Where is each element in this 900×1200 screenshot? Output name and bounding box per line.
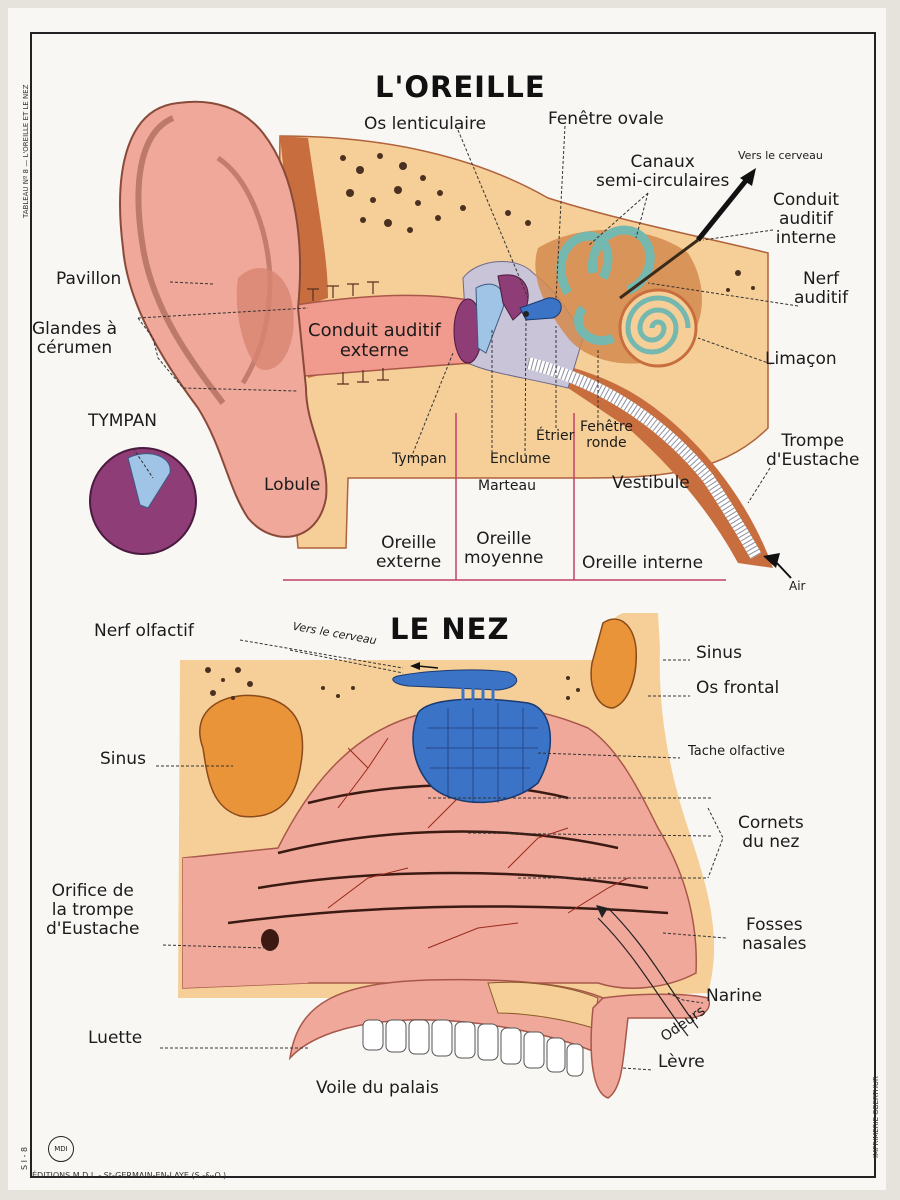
label-sinus-left: Sinus <box>100 749 146 769</box>
label-tache-olfactive: Tache olfactive <box>688 744 785 759</box>
eustachian-tube-hatch <box>526 357 762 559</box>
odor-arrow-head <box>596 905 608 918</box>
label-oreille-interne: Oreille interne <box>582 553 704 573</box>
nose-leader-lines <box>156 639 727 1071</box>
label-fenetre-ronde: Fenêtre ronde <box>580 419 633 451</box>
label-oreille-moyenne: Oreille moyenne <box>464 529 544 568</box>
label-os-frontal: Os frontal <box>696 678 780 698</box>
label-nerf-auditif: Nerf auditif <box>794 269 849 308</box>
upper-lip <box>590 993 710 1099</box>
eustachian-orifice <box>261 929 279 951</box>
ear-leader-lines <box>132 125 799 504</box>
lenticular-bone <box>523 311 529 317</box>
nose-title: LE NEZ <box>390 612 510 646</box>
label-vestibule: Vestibule <box>612 473 690 493</box>
label-luette: Luette <box>88 1028 143 1048</box>
label-canaux: Canaux semi-circulaires <box>596 152 730 191</box>
olfactory-fibers <box>461 688 495 708</box>
anatomy-illustration <box>89 100 799 1099</box>
brain-arrow <box>696 176 750 242</box>
ear-title: L'OREILLE <box>375 70 546 104</box>
label-marteau: Marteau <box>478 478 536 494</box>
semicircular-canals <box>556 225 655 346</box>
footer-publisher: ÉDITIONS M.D.I. - St-GERMAIN-EN-LAYE (S.… <box>32 1171 227 1180</box>
bone-band-lower <box>308 349 773 568</box>
olfactory-patch-texture <box>426 703 538 803</box>
sinus-right <box>590 618 637 709</box>
ear-section-dividers <box>283 413 726 581</box>
nasal-cavity <box>182 704 697 989</box>
bone-pores <box>340 153 755 292</box>
olfactory-patch <box>412 698 551 804</box>
label-etrier: Étrier <box>536 428 575 444</box>
label-tympan: Tympan <box>392 451 447 467</box>
label-narine: Narine <box>706 986 763 1006</box>
cerumen-glands <box>307 281 389 385</box>
label-fenetre-ovale: Fenêtre ovale <box>548 109 664 129</box>
label-sinus-right: Sinus <box>696 643 742 663</box>
label-lobule: Lobule <box>264 475 321 495</box>
cochlea <box>618 288 698 368</box>
margin-printer-vertical: IMPRIMERIE OBERTHUR <box>872 1076 880 1158</box>
label-vers-le-cerveau-ear: Vers le cerveau <box>738 149 823 162</box>
label-enclume: Enclume <box>490 451 551 467</box>
brain-arrow-head <box>740 168 756 186</box>
label-air: Air <box>789 579 806 593</box>
air-arrow <box>763 553 780 568</box>
publisher-logo: MDI <box>48 1136 74 1162</box>
poster: L'OREILLE Os lenticulaire Fenêtre ovale … <box>8 8 886 1190</box>
pinna-helix <box>135 115 226 405</box>
sinus-left <box>199 694 304 818</box>
poster-frame <box>30 32 876 1178</box>
nose-bone-pores <box>205 667 580 700</box>
nerve-arrow-head <box>410 662 420 670</box>
ear-diagram <box>89 100 799 581</box>
label-oreille-externe: Oreille externe <box>376 533 442 572</box>
air-arrow-line <box>774 560 792 579</box>
label-nerf-olfactif: Nerf olfactif <box>94 621 194 641</box>
label-glandes-a-cerumen: Glandes à cérumen <box>32 319 118 358</box>
label-conduit-auditif-interne: Conduit auditif interne <box>773 190 839 248</box>
label-cornets-du-nez: Cornets du nez <box>738 813 804 852</box>
bone-band <box>280 136 328 308</box>
nerve-arrow-line <box>417 665 439 669</box>
label-fosses-nasales: Fosses nasales <box>742 915 807 954</box>
odor-arrows <box>597 907 699 1037</box>
footer-code: S I - 8 <box>20 1146 29 1170</box>
label-conduit-auditif-externe: Conduit auditif externe <box>308 320 441 361</box>
olfactory-nerve <box>392 669 518 691</box>
label-trompe-d-eustache: Trompe d'Eustache <box>766 431 860 470</box>
label-orifice-trompe: Orifice de la trompe d'Eustache <box>46 881 140 939</box>
auditory-nerve <box>619 238 699 300</box>
label-levre: Lèvre <box>658 1052 705 1072</box>
teeth <box>362 1019 584 1077</box>
pinna-concha <box>236 268 294 370</box>
label-os-lenticulaire: Os lenticulaire <box>364 114 487 134</box>
label-pavillon: Pavillon <box>56 269 122 289</box>
pinna <box>119 100 328 538</box>
label-voile-du-palais: Voile du palais <box>316 1078 439 1098</box>
label-limacon: Limaçon <box>765 349 837 369</box>
stapes <box>519 297 562 321</box>
margin-title-vertical: TABLEAU Nº 8 — L'OREILLE ET LE NEZ <box>22 84 30 218</box>
label-tympan-title: TYMPAN <box>88 411 157 431</box>
nose-diagram <box>156 613 727 1099</box>
